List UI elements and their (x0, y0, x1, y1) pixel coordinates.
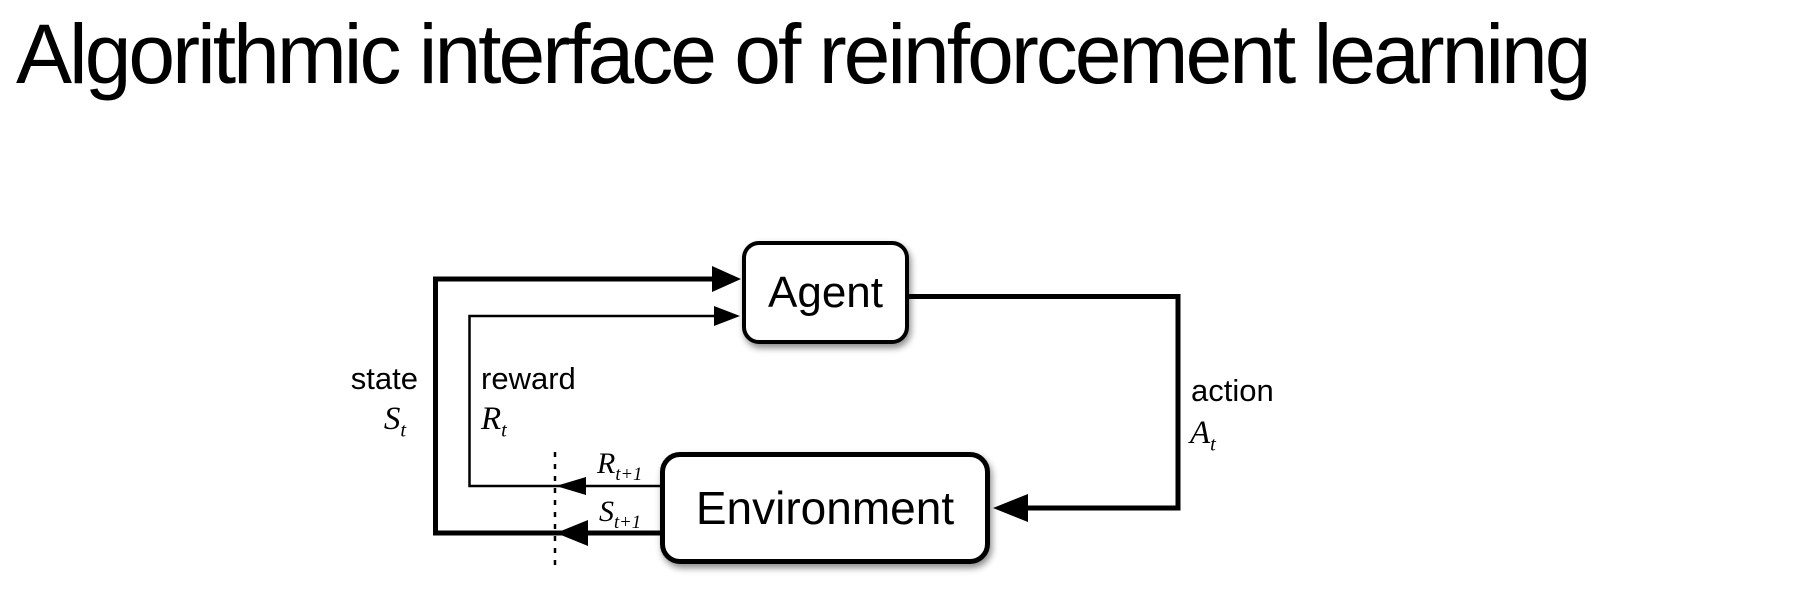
next-state-symbol-sub: t+1 (614, 512, 642, 533)
slide-title: Algorithmic interface of reinforcement l… (16, 7, 1591, 101)
next-reward-symbol-base: R (597, 447, 616, 480)
action-symbol-sub: t (1210, 433, 1216, 456)
action-loop-line (906, 294, 1181, 511)
state-into-agent-arrowhead (712, 266, 741, 292)
next-state-arrowhead (556, 520, 588, 546)
next-reward-arrowhead (556, 477, 586, 495)
reward-symbol-base: R (481, 401, 502, 437)
next-reward-symbol: Rt+1 (597, 447, 642, 484)
reward-symbol: Rt (481, 401, 507, 441)
action-symbol: At (1190, 415, 1216, 455)
agent-box-label: Agent (768, 267, 883, 317)
action-symbol-base: A (1190, 415, 1211, 451)
state-symbol-base: S (383, 401, 401, 437)
action-into-environment-arrowhead (993, 494, 1028, 522)
next-state-symbol-base: S (599, 495, 614, 528)
environment-box: Environment (660, 452, 990, 564)
next-reward-symbol-sub: t+1 (615, 464, 643, 485)
reward-word-label: reward (481, 361, 576, 396)
agent-box: Agent (742, 241, 909, 344)
environment-box-label: Environment (695, 482, 955, 534)
state-loop-line (433, 276, 734, 536)
reward-into-agent-arrowhead (714, 306, 740, 326)
state-symbol: St (298, 401, 406, 441)
reward-symbol-sub: t (501, 419, 507, 442)
state-symbol-sub: t (400, 419, 406, 442)
next-state-symbol: St+1 (599, 495, 641, 532)
state-word-label: state (350, 361, 418, 396)
action-word-label: action (1191, 373, 1274, 408)
